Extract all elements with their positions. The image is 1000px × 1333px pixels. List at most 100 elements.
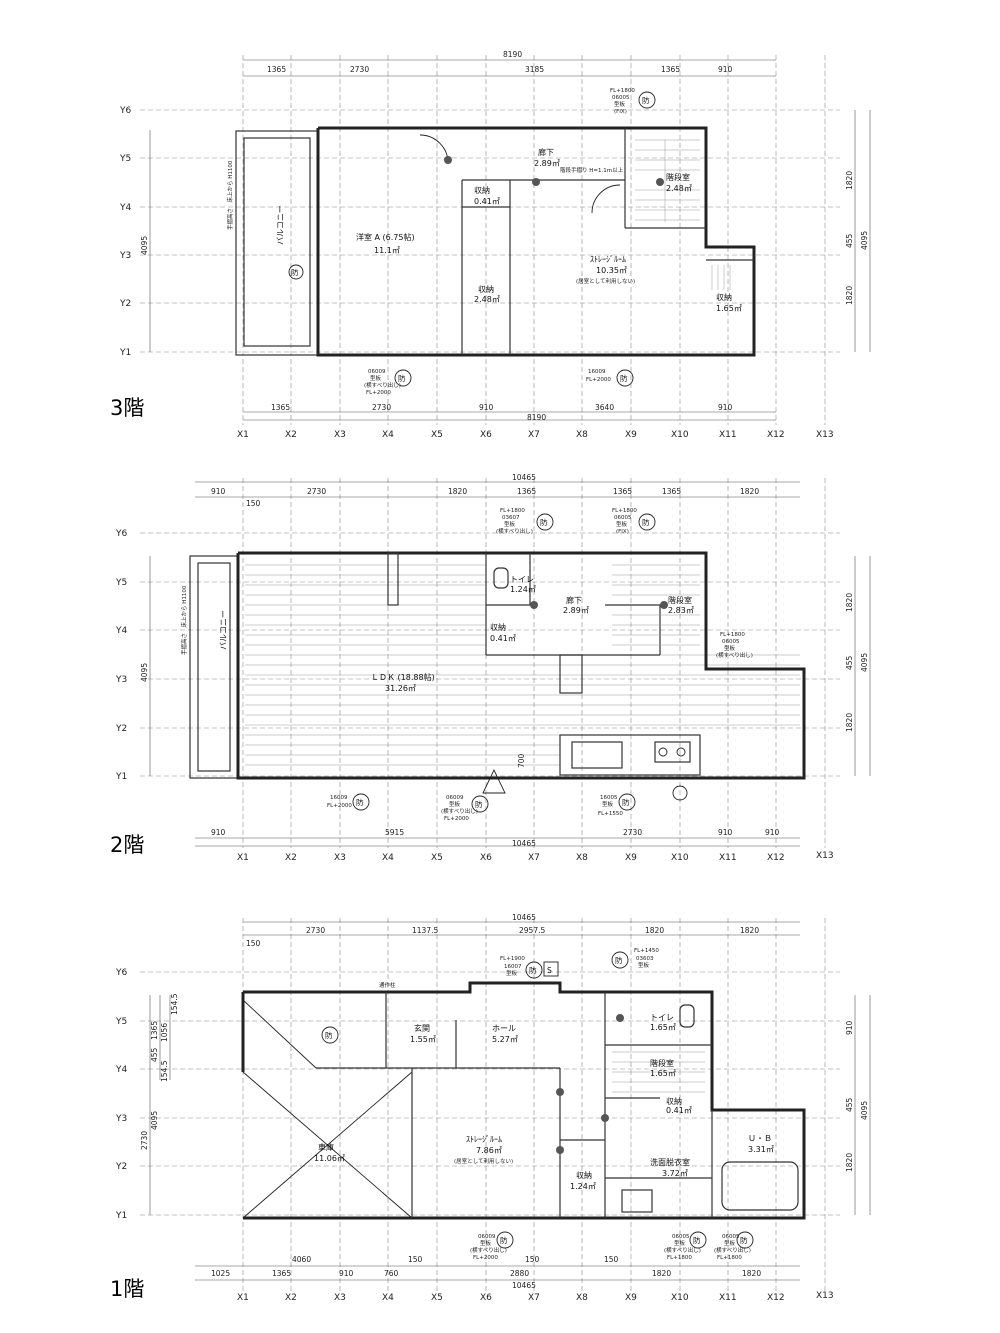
f2-stairs	[612, 564, 700, 646]
grid-label-x4: X4	[382, 430, 394, 440]
f2-fire-mark-3-text: 防	[356, 797, 364, 807]
f1-fire-mark-1	[525, 961, 543, 979]
floor-3-dims-bottom: 1365 2730 910 3640 910 8190	[243, 403, 776, 422]
dim-bottom-3: 910	[479, 403, 494, 412]
f1-grid-label-x1: X1	[237, 1293, 249, 1303]
f1-dim-bottom-sub-2: 150	[408, 1255, 423, 1264]
f3-balcony-label: バルコニー	[276, 205, 285, 245]
f1-dim-top-3: 2957.5	[519, 926, 545, 935]
floor-2-dims-left: 4095	[140, 556, 151, 776]
grid-label-x7: X7	[528, 430, 540, 440]
f3-fire-mark-2	[394, 369, 412, 387]
f2-grid-label-x10: X10	[671, 853, 689, 863]
floor-1-plan: Y6 Y5 Y4 Y3 Y2 Y1 X1 X2 X3 X4 X5 X6 X7 X…	[115, 913, 871, 1303]
f2-balcony-inner	[197, 562, 231, 772]
f3-win-top-3: 型板	[614, 100, 626, 108]
f2-toilet-fixture	[493, 567, 509, 589]
f1-detector-3	[616, 1014, 624, 1022]
f1-room-bath-area: 3.31㎡	[748, 1145, 774, 1154]
f2-dim-bottom-total: 10465	[512, 839, 536, 848]
f2-room-toilet: トイレ	[510, 575, 534, 584]
f1-outer-wall	[243, 981, 806, 1220]
f2-w2-3: 型板	[616, 520, 628, 528]
f2-w1-1: FL+1800	[500, 508, 525, 514]
f2-dim-left-1: 4095	[140, 663, 149, 682]
f2-w2-2: 06005	[614, 515, 632, 521]
f1-room-bath: Ｕ・Ｂ	[748, 1134, 772, 1143]
floor-3-grid-x-labels: X1 X2 X3 X4 X5 X6 X7 X8 X9 X10 X11 X12 X…	[237, 430, 834, 440]
floor-3-grid-x	[242, 55, 826, 425]
dim-top-5: 910	[718, 65, 733, 74]
f2-dim-bottom-1: 910	[211, 828, 226, 837]
f2-w1-2: 03607	[502, 515, 520, 521]
floor-3-label: 3階	[110, 396, 145, 420]
f1-dim-bottom-5: 2880	[510, 1269, 529, 1278]
f1-room-washroom-area: 3.72㎡	[662, 1169, 688, 1178]
f1-w2-3: 型板	[638, 961, 650, 969]
f2-fire-mark-4	[471, 795, 489, 813]
f1-room-storage-room-area: 7.86㎡	[476, 1146, 502, 1155]
dim-top-2: 2730	[350, 65, 369, 74]
f1-dim-bottom-sub-4: 150	[604, 1255, 619, 1264]
f2-grid-label-x13: X13	[816, 851, 834, 861]
f3-room-storage2-area: 2.48㎡	[474, 295, 500, 304]
f1-dim-bottom-4: 760	[384, 1269, 399, 1278]
dim-left-1: 4095	[140, 236, 149, 255]
f1-w2-1: FL+1450	[634, 948, 659, 954]
f3-win-b1-2: 型板	[370, 374, 382, 382]
f1-room-storage2: 収納	[576, 1170, 592, 1180]
f2-kitchen-counter	[559, 734, 701, 776]
f2-w2-4: (FIX)	[616, 529, 629, 535]
f2-wb1-2: FL+2000	[327, 803, 352, 809]
f3-win-top-1: FL+1800	[610, 88, 635, 94]
f2-grid-label-y6: Y6	[115, 529, 127, 539]
f2-wb3-1: 16005	[600, 795, 618, 801]
floor-3-plan: Y6 Y5 Y4 Y3 Y2 Y1 X1 X2 X3 X4 X5 X6 X7 X…	[119, 50, 871, 440]
f3-door-1	[419, 134, 449, 164]
f1-dim-left-6: 2730	[140, 1131, 149, 1150]
f1-grid-label-x5: X5	[431, 1293, 443, 1303]
f1-room-storage-room-note: (居室として利用しない)	[454, 1157, 513, 1165]
f1-room-hall: ホール	[492, 1024, 516, 1033]
f3-win-top-4: (FIX)	[614, 109, 627, 115]
f2-w3-4: (横すべり出し)	[716, 651, 753, 659]
f1-grid-label-x13: X13	[816, 1291, 834, 1301]
f3-room-storage2: 収納	[478, 284, 494, 294]
f2-w1-4: (横すべり出し)	[496, 527, 533, 535]
f1-room-washroom: 洗面脱衣室	[650, 1157, 690, 1167]
f2-dim-top-4: 1365	[517, 487, 536, 496]
f2-triangle-mark	[482, 768, 506, 794]
f2-dim-bottom-5: 910	[765, 828, 780, 837]
floor-3-grid-y	[140, 109, 840, 353]
f2-fire-mark-1-text: 防	[540, 517, 548, 527]
f1-dim-left-3: 455	[150, 1047, 159, 1062]
f2-grid-label-x5: X5	[431, 853, 443, 863]
f1-room-entrance-area: 1.55㎡	[410, 1035, 436, 1044]
f2-room-storage: 収納	[490, 622, 506, 632]
f2-grid-label-x7: X7	[528, 853, 540, 863]
floor-1-label: 1階	[110, 1277, 145, 1301]
f2-dim-bottom-4: 910	[718, 828, 733, 837]
f1-grid-label-y5: Y5	[115, 1017, 127, 1027]
floor-3-dims-left: 4095	[140, 130, 151, 352]
f1-room-storage: 収納	[666, 1096, 682, 1106]
f1-room-stair: 階段室	[650, 1058, 674, 1068]
f1-fire-mark-2-text: 防	[615, 955, 623, 965]
f1-dim-top-total: 10465	[512, 913, 536, 922]
floor-1-grid-y	[140, 971, 840, 1216]
f1-fire-mark-2	[611, 951, 629, 969]
grid-label-x11: X11	[719, 430, 737, 440]
grid-label-y6: Y6	[119, 106, 131, 116]
f1-grid-label-x10: X10	[671, 1293, 689, 1303]
f1-grid-label-x3: X3	[334, 1293, 346, 1303]
f2-fire-mark-2	[638, 513, 656, 531]
f2-grid-label-x9: X9	[625, 853, 637, 863]
f2-dim-bottom-2: 5915	[385, 828, 404, 837]
f1-grid-label-y2: Y2	[115, 1162, 127, 1172]
f1-dim-bottom-sub-3: 150	[525, 1255, 540, 1264]
f3-room-hall: 廊下	[538, 147, 554, 157]
f3-storage-hatch	[711, 265, 731, 290]
floor-2-grid-x	[242, 478, 826, 848]
f2-grid-label-x1: X1	[237, 853, 249, 863]
f2-balcony-label: バルコニー	[219, 610, 228, 650]
